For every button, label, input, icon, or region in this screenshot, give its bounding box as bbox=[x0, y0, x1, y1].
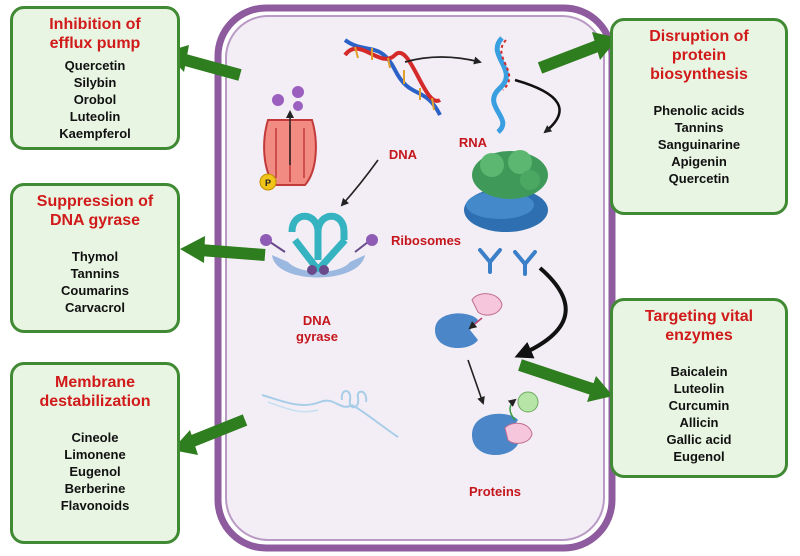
dna-gyrase-label-line1: DNA bbox=[302, 313, 332, 328]
compound-item: Quercetin bbox=[64, 58, 126, 73]
compound-item: Cineole bbox=[71, 430, 119, 445]
compound-item: Coumarins bbox=[61, 283, 129, 298]
protein-compounds: Phenolic acids Tannins Sanguinarine Apig… bbox=[613, 102, 785, 187]
compound-item: Eugenol bbox=[69, 464, 121, 479]
compound-item: Silybin bbox=[73, 75, 117, 90]
compound-item: Apigenin bbox=[671, 154, 727, 169]
dna-gyrase-label: DNA gyrase bbox=[282, 313, 352, 345]
ribosomes-label: Ribosomes bbox=[390, 233, 462, 248]
enzyme-product-icon bbox=[472, 391, 539, 456]
compound-item: Thymol bbox=[71, 249, 119, 264]
compound-item: Gallic acid bbox=[666, 432, 732, 447]
compound-item: Luteolin bbox=[69, 109, 121, 124]
compound-item: Flavonoids bbox=[60, 498, 130, 513]
efflux-pump-icon bbox=[259, 86, 317, 191]
compound-item: Baicalein bbox=[670, 364, 728, 379]
membrane-compounds: Cineole Limonene Eugenol Berberine Flavo… bbox=[13, 429, 177, 514]
efflux-pump-title-line1: Inhibition of bbox=[49, 16, 141, 33]
compound-item: Limonene bbox=[64, 447, 126, 462]
compound-item: Allicin bbox=[679, 415, 719, 430]
efflux-pump-box: Inhibition of efflux pump Quercetin Sily… bbox=[10, 6, 180, 150]
compound-item: Tannins bbox=[70, 266, 120, 281]
compound-item: Eugenol bbox=[673, 449, 725, 464]
dna-gyrase-label-line2: gyrase bbox=[296, 329, 338, 344]
rna-strand-icon bbox=[491, 36, 511, 134]
efflux-arrow bbox=[176, 52, 242, 81]
gyrase-arrow-head bbox=[180, 236, 205, 263]
y-shaped-proteins-icon bbox=[478, 248, 537, 276]
vital-enzymes-box: Targeting vital enzymes Baicalein Luteol… bbox=[610, 298, 788, 478]
synthesis-arrow bbox=[514, 266, 568, 359]
membrane-arrow bbox=[187, 414, 248, 448]
dna-gyrase-icon bbox=[260, 212, 378, 278]
gyrase-title-line1: Suppression of bbox=[36, 193, 154, 210]
dna-to-gyrase-arrow bbox=[340, 159, 379, 207]
compound-item: Quercetin bbox=[668, 171, 730, 186]
rna-label: RNA bbox=[458, 135, 488, 150]
dna-label: DNA bbox=[388, 147, 418, 162]
protein-title-line1: Disruption of bbox=[649, 28, 749, 45]
dna-helix-icon bbox=[343, 38, 442, 116]
ribosome-icon bbox=[464, 150, 548, 232]
protein-biosynthesis-box: Disruption of protein biosynthesis Pheno… bbox=[610, 18, 788, 215]
reaction-arrow bbox=[467, 359, 485, 405]
efflux-pump-title-line2: efflux pump bbox=[49, 35, 141, 52]
compound-item: Curcumin bbox=[668, 398, 730, 413]
membrane-title-line1: Membrane bbox=[54, 374, 136, 391]
membrane-destabilization-box: Membrane destabilization Cineole Limonen… bbox=[10, 362, 180, 544]
enzymes-arrow bbox=[518, 359, 597, 396]
enzymes-title-line1: Targeting vital bbox=[644, 308, 754, 325]
compound-item: Phenolic acids bbox=[653, 103, 745, 118]
cell-membrane-outer bbox=[214, 4, 616, 552]
membrane-fragment-icon bbox=[261, 390, 399, 438]
compound-item: Kaempferol bbox=[59, 126, 131, 141]
translation-arrow bbox=[514, 78, 561, 134]
enzymes-compounds: Baicalein Luteolin Curcumin Allicin Gall… bbox=[613, 363, 785, 465]
gyrase-compounds: Thymol Tannins Coumarins Carvacrol bbox=[13, 248, 177, 316]
gyrase-title-line2: DNA gyrase bbox=[49, 212, 141, 229]
green-arrows bbox=[165, 32, 618, 455]
efflux-pump-compounds: Quercetin Silybin Orobol Luteolin Kaempf… bbox=[13, 57, 177, 142]
membrane-title-line2: destabilization bbox=[39, 393, 151, 410]
compound-item: Luteolin bbox=[673, 381, 725, 396]
enzymes-arrow-head bbox=[587, 376, 613, 402]
compound-item: Tannins bbox=[674, 120, 724, 135]
protein-arrow bbox=[537, 39, 603, 74]
protein-title-line3: biosynthesis bbox=[650, 66, 748, 83]
proteins-label: Proteins bbox=[468, 484, 521, 499]
compound-item: Berberine bbox=[64, 481, 126, 496]
compound-item: Orobol bbox=[73, 92, 117, 107]
enzyme-substrate-icon bbox=[435, 293, 503, 349]
enzymes-title-line2: enzymes bbox=[665, 327, 733, 344]
compound-item: Sanguinarine bbox=[657, 137, 741, 152]
protein-title-line2: protein bbox=[671, 47, 727, 64]
compound-item: Carvacrol bbox=[65, 300, 125, 315]
gyrase-arrow bbox=[199, 244, 266, 261]
phosphate-label: P bbox=[265, 178, 271, 188]
dna-gyrase-box: Suppression of DNA gyrase Thymol Tannins… bbox=[10, 183, 180, 333]
transcription-arrow bbox=[404, 56, 482, 65]
